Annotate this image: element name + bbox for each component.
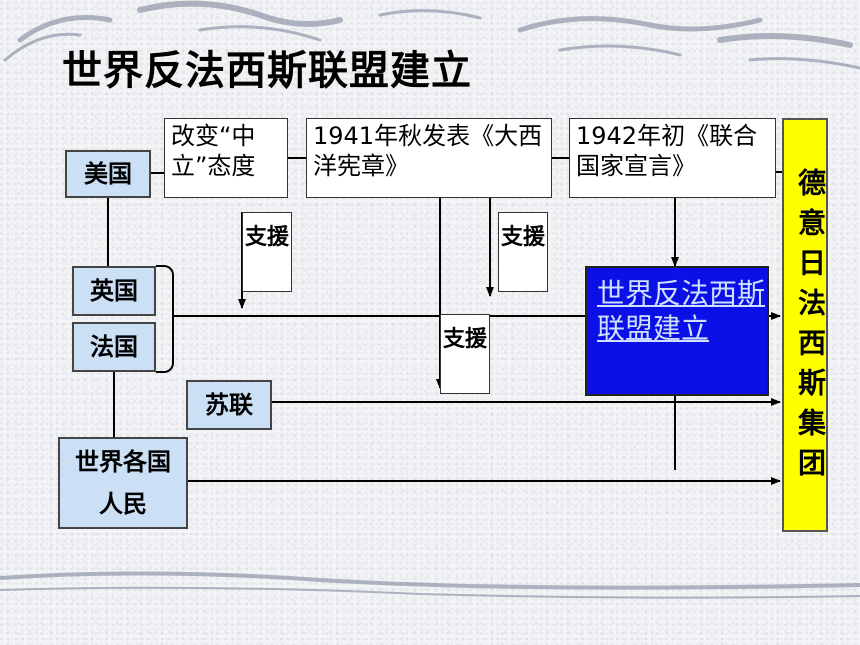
node-ussr: 苏联 [186,380,272,430]
support-label-2: 支援 [440,314,490,394]
node-uk: 英国 [72,266,156,316]
support-label-3: 支援 [498,212,548,292]
node-alliance-link[interactable]: 世界反法西斯联盟建立 [585,266,769,396]
node-france: 法国 [72,322,156,372]
node-un-declaration: 1942年初《联合国家宣言》 [569,118,776,198]
node-axis-bloc: 德意日法西斯集团 [782,118,828,532]
node-neutral-change: 改变“中立”态度 [164,118,288,198]
node-usa: 美国 [65,150,151,198]
uk-france-bracket [156,265,174,373]
support-label-1: 支援 [242,212,292,292]
node-world-people: 世界各国人民 [58,437,188,529]
page-title: 世界反法西斯联盟建立 [62,48,472,94]
node-atlantic-charter: 1941年秋发表《大西洋宪章》 [306,118,552,198]
